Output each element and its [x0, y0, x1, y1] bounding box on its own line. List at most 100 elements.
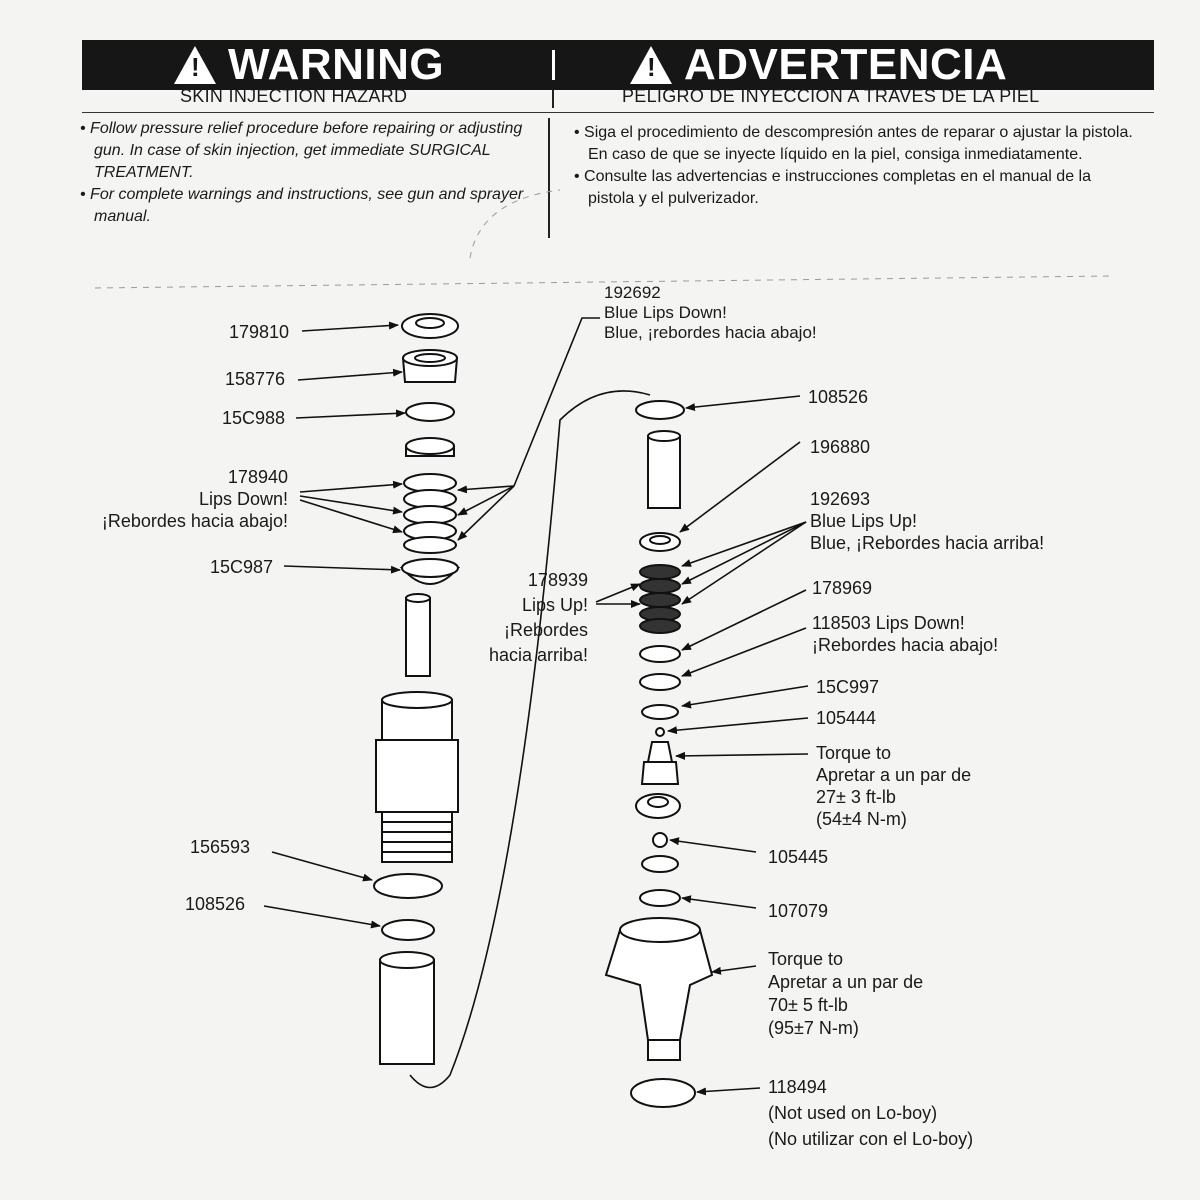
part-196880-rod: [647, 430, 681, 509]
part-192693-gland: [639, 532, 681, 552]
label-15c988: 15C988: [222, 408, 286, 428]
instruction-es-2: • Consulte las advertencias e instruccio…: [574, 168, 1091, 207]
label-torque1-line2: Apretar a un par de: [816, 765, 972, 785]
part-15c988-spacer: [405, 437, 455, 457]
label-192693-number: 192693: [810, 489, 871, 509]
leader-118494: [696, 1087, 761, 1096]
label-torque1-line1: Torque to: [816, 743, 892, 763]
leader-192693-c: [681, 521, 807, 605]
leader-torque2: [711, 965, 757, 975]
label-15c997: 15C997: [816, 677, 880, 697]
label-torque1: Torque to Apretar a un par de 27± 3 ft-l…: [816, 742, 971, 830]
leader-107079: [681, 895, 757, 909]
assembly-connector-line: [409, 390, 651, 1089]
leader-178940-b: [299, 495, 403, 515]
label-118503-number: 118503 Lips Down!: [812, 613, 965, 633]
part-pump-cylinder: [375, 691, 459, 863]
warning-title: WARNING: [228, 40, 445, 89]
part-15c987-gland: [399, 558, 461, 585]
label-192693-es: Blue, ¡Rebordes hacia arriba!: [810, 533, 1045, 553]
leader-192692-c: [457, 485, 515, 541]
label-118503: 118503 Lips Down! ¡Rebordes hacia abajo!: [812, 612, 998, 656]
part-105444-ball: [655, 727, 665, 737]
label-178939-en: Lips Up!: [521, 595, 588, 615]
label-179810: 179810: [229, 322, 290, 342]
label-192692-es: Blue, ¡rebordes hacia abajo!: [604, 323, 817, 342]
label-192692-number: 192692: [604, 283, 661, 302]
part-valve-seat: [635, 793, 681, 819]
leader-192692-b: [457, 485, 515, 516]
label-192692: 192692 Blue Lips Down! Blue, ¡rebordes h…: [604, 283, 817, 343]
part-108526-oring-right: [635, 400, 685, 420]
label-178940: 178940 Lips Down! ¡Rebordes hacia abajo!: [74, 466, 288, 532]
hazard-es: PELIGRO DE INYECCIÓN A TRAVÉS DE LA PIEL: [622, 86, 1040, 106]
part-105445-ball: [652, 832, 668, 848]
label-178969: 178969: [812, 578, 873, 598]
instruction-es-1: • Siga el procedimiento de descompresión…: [574, 124, 1133, 163]
leader-15c997: [681, 685, 809, 709]
label-118494-note-en: (Not used on Lo-boy): [768, 1103, 938, 1123]
instruction-en-2: • For complete warnings and instructions…: [80, 186, 524, 225]
label-108526-right: 108526: [808, 387, 869, 407]
part-108526-oring-left: [381, 919, 435, 941]
part-15c988-oring: [405, 402, 455, 422]
leader-178940-c: [299, 499, 403, 534]
part-seat: [641, 855, 679, 873]
label-118494-number: 118494: [768, 1077, 827, 1097]
leader-158776: [297, 368, 403, 381]
label-178939-es-2: hacia arriba!: [488, 645, 588, 665]
label-192692-en: Blue Lips Down!: [604, 303, 727, 322]
label-156593: 156593: [190, 837, 251, 857]
advertencia-title: ADVERTENCIA: [684, 40, 1008, 89]
leader-105445: [669, 837, 757, 853]
leader-15c988: [295, 409, 406, 419]
part-179810-washer: [401, 313, 459, 339]
leader-108526-right: [685, 395, 801, 412]
part-156593-oring: [373, 873, 443, 899]
advertencia-triangle-icon: !: [630, 46, 672, 84]
label-118494-note-es: (No utilizar con el Lo-boy): [768, 1129, 974, 1149]
part-15c997-gland: [639, 673, 681, 691]
leader-192693-b: [681, 521, 807, 585]
part-107079-oring: [639, 889, 681, 907]
label-15c987: 15C987: [210, 557, 274, 577]
part-sleeve: [379, 951, 435, 1065]
label-108526-left: 108526: [185, 894, 246, 914]
label-158776: 158776: [225, 369, 286, 389]
part-118494-oring: [630, 1078, 696, 1108]
label-torque2-line1: Torque to: [768, 949, 844, 969]
warning-heading: ! WARNING: [174, 40, 444, 90]
part-piston-rod: [405, 593, 431, 677]
label-torque2: Torque to Apretar a un par de 70± 5 ft-l…: [768, 948, 923, 1040]
header-rule: [82, 112, 1154, 113]
label-178939-es-1: ¡Rebordes: [503, 620, 588, 640]
leader-156593: [271, 851, 373, 882]
label-torque2-line4: (95±7 N-m): [768, 1018, 859, 1038]
label-178939: 178939 Lips Up! ¡Rebordes hacia arriba!: [456, 568, 588, 668]
part-105444-washer: [641, 704, 679, 720]
warning-triangle-icon: !: [174, 46, 216, 84]
advertencia-heading: ! ADVERTENCIA: [630, 40, 1007, 90]
instructions-en: • Follow pressure relief procedure befor…: [80, 118, 530, 228]
label-178940-number: 178940: [227, 467, 288, 487]
label-torque2-line2: Apretar a un par de: [768, 972, 924, 992]
label-torque1-line4: (54±4 N-m): [816, 809, 907, 829]
instructions-divider: [548, 118, 550, 238]
leader-178939-a: [595, 583, 641, 603]
part-piston-valve: [640, 741, 680, 785]
part-158776-nut: [401, 349, 459, 383]
part-118503-packing: [639, 645, 681, 663]
label-105445: 105445: [768, 847, 829, 867]
leader-196880: [679, 441, 801, 533]
label-torque2-line3: 70± 5 ft-lb: [768, 995, 848, 1015]
instructions-es: • Siga el procedimiento de descompresión…: [574, 122, 1134, 210]
warning-banner: ! WARNING ! ADVERTENCIA: [82, 40, 1154, 90]
part-178940-packings: [403, 473, 457, 554]
leader-108526-left: [263, 905, 381, 929]
label-118503-es: ¡Rebordes hacia abajo!: [812, 635, 999, 655]
leader-118503: [681, 627, 807, 677]
hazard-en: SKIN INJECTION HAZARD: [180, 86, 408, 106]
leader-15c987: [283, 565, 401, 574]
label-178939-number: 178939: [527, 570, 588, 590]
